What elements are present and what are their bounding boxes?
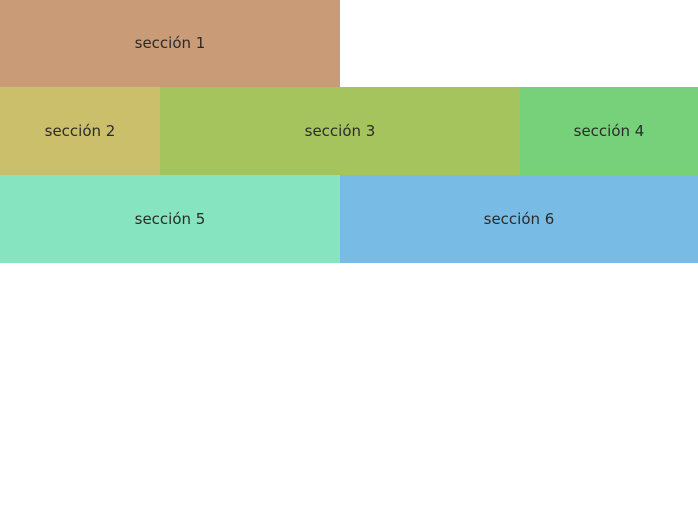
section-3-label: sección 3: [304, 121, 376, 140]
section-2-label: sección 2: [44, 121, 116, 140]
section-6: sección 6: [340, 175, 698, 263]
section-3: sección 3: [160, 87, 520, 175]
section-1-label: sección 1: [134, 34, 206, 52]
section-5-label: sección 5: [134, 209, 206, 228]
section-6-label: sección 6: [483, 209, 555, 228]
section-5: sección 5: [0, 175, 340, 263]
section-2: sección 2: [0, 87, 160, 175]
section-4-label: sección 4: [573, 121, 645, 140]
section-1: sección 1: [0, 0, 340, 87]
section-4: sección 4: [520, 87, 698, 175]
